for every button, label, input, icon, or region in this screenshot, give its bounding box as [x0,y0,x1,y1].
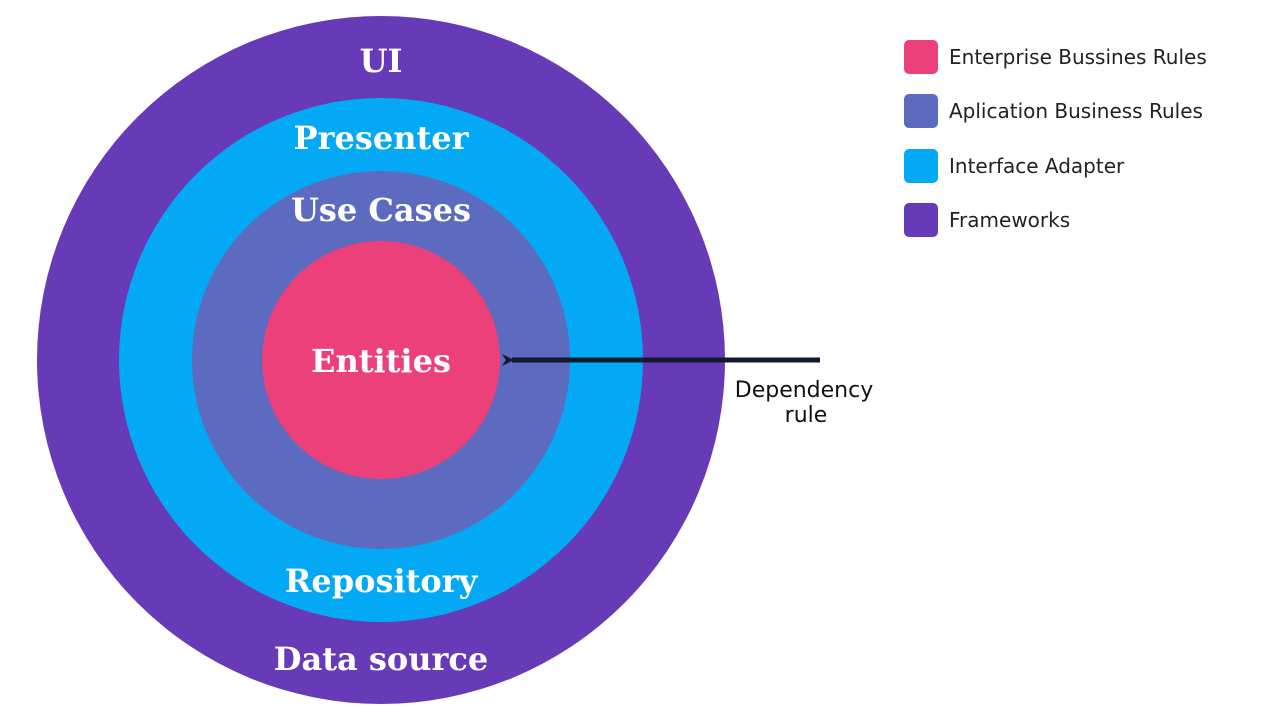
ui-label: UI [360,42,403,80]
use-cases-label: Use Cases [291,191,471,229]
repository-label: Repository [285,562,479,600]
legend-item-application-business-rules: Aplication Business Rules [904,94,1264,128]
presenter-label: Presenter [294,119,470,157]
entities-label: Entities [311,342,451,380]
legend-swatch [904,40,938,74]
entities-core [262,241,500,479]
legend-item-frameworks: Frameworks [904,203,1264,237]
legend-label: Enterprise Bussines Rules [949,45,1207,69]
dependency-rule-caption-line1: Dependency [735,378,873,403]
legend-label: Frameworks [949,208,1071,232]
legend-swatch [904,203,938,237]
legend: Enterprise Bussines Rules Aplication Bus… [904,40,1264,257]
legend-item-enterprise-business-rules: Enterprise Bussines Rules [904,40,1264,74]
legend-swatch [904,149,938,183]
data-source-label: Data source [274,640,488,678]
legend-label: Aplication Business Rules [949,99,1203,123]
dependency-rule-caption-line2: rule [785,403,828,428]
legend-swatch [904,94,938,128]
legend-label: Interface Adapter [949,154,1125,178]
legend-item-interface-adapter: Interface Adapter [904,149,1264,183]
